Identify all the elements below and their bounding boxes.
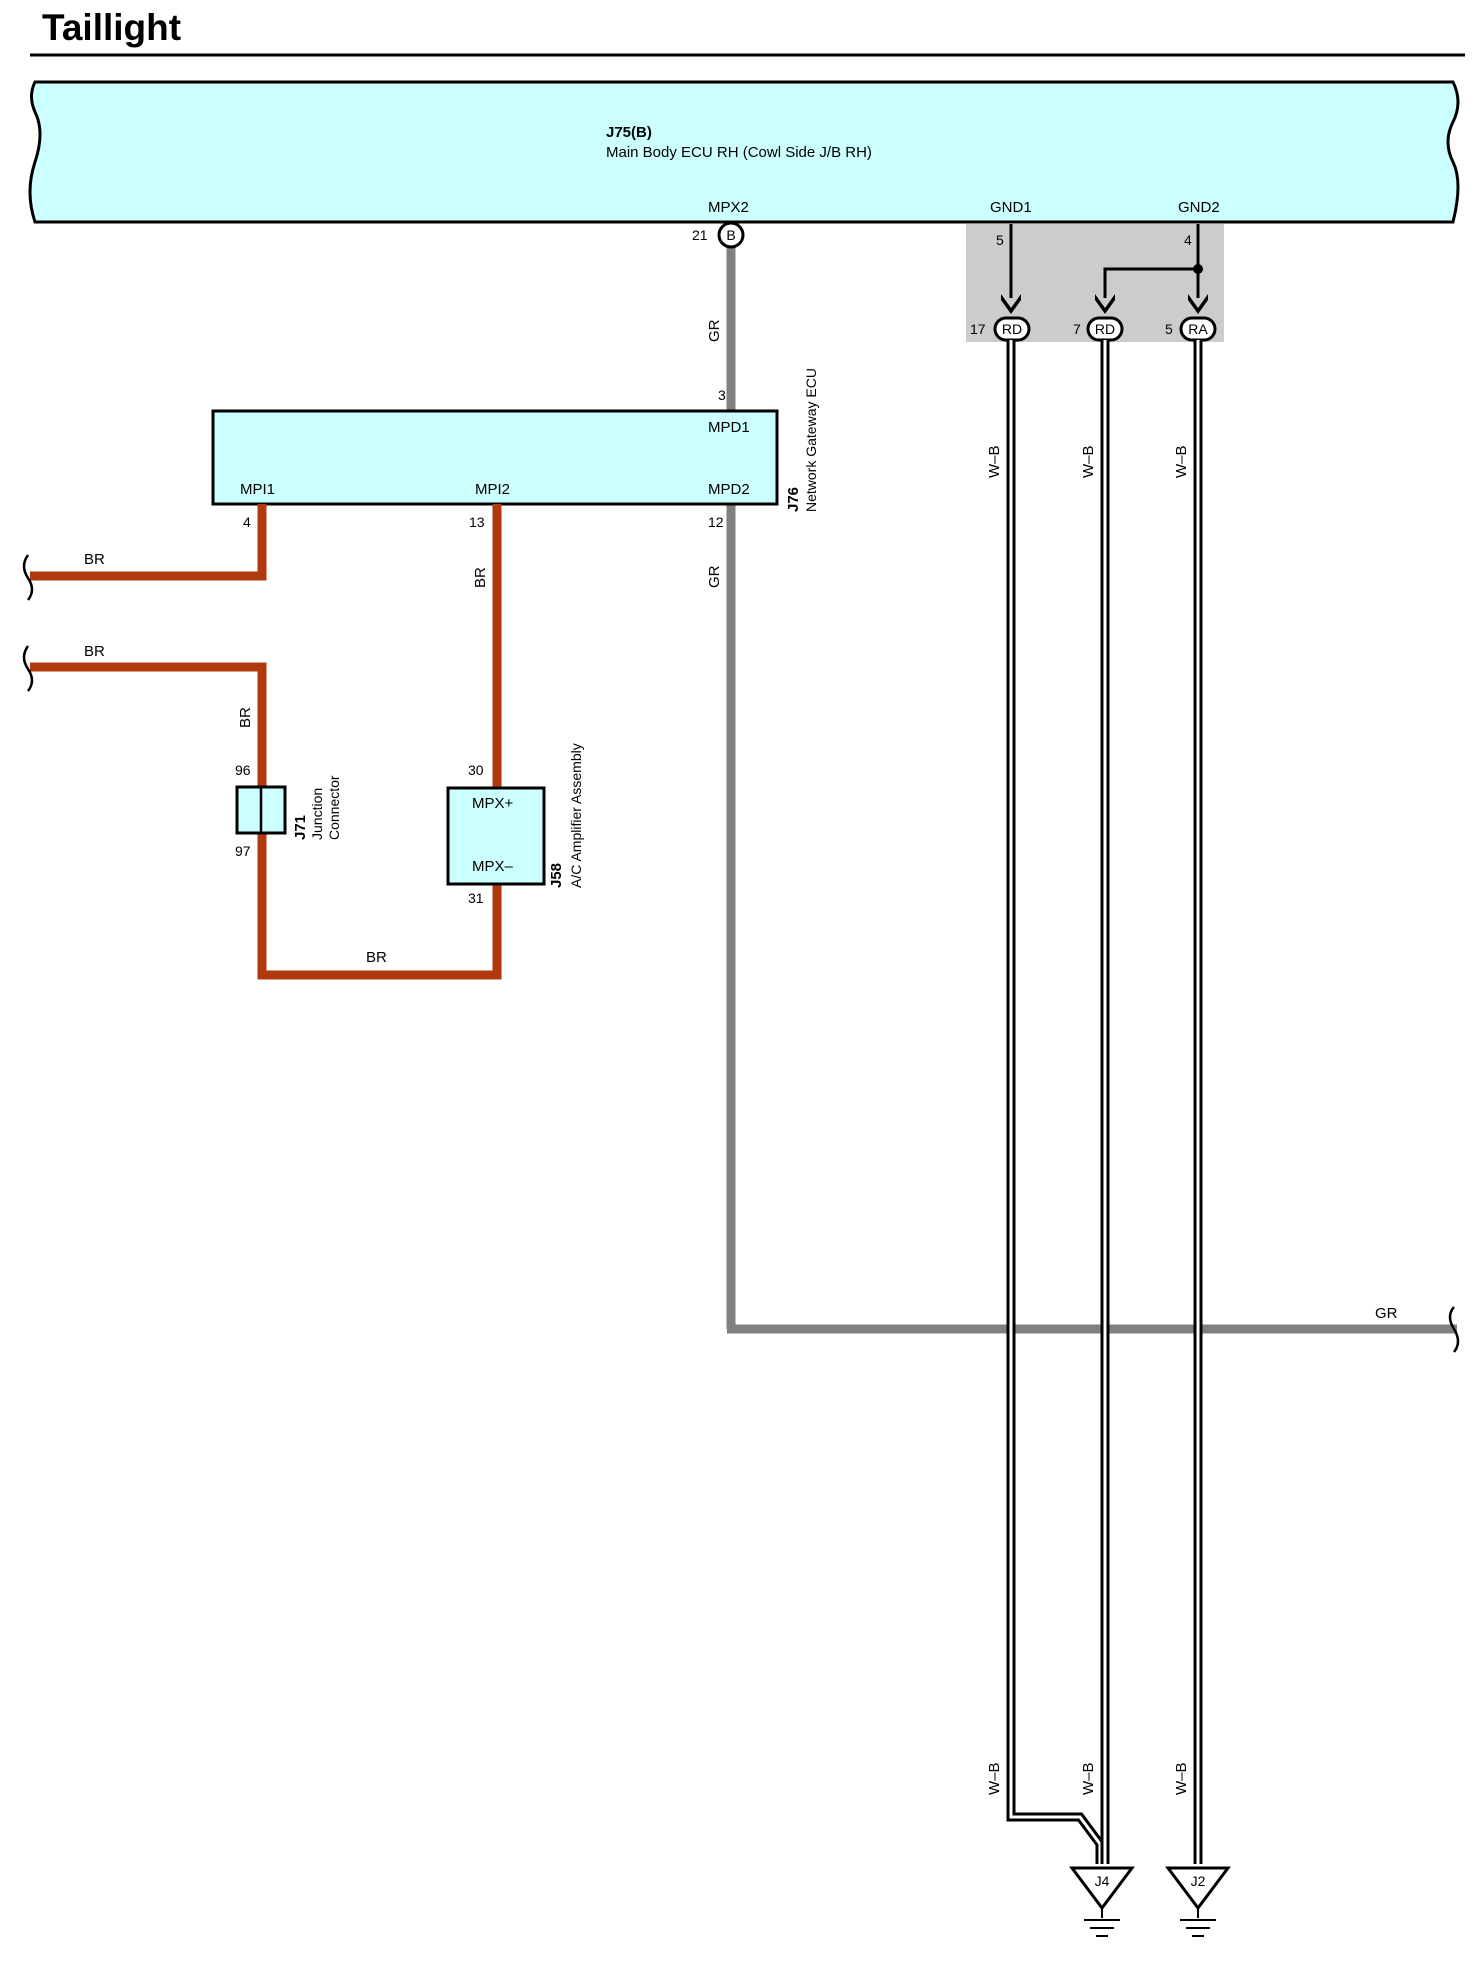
gr-wire (726, 246, 1460, 1353)
wb-wire-label-1: W–B (986, 445, 1003, 478)
ground-j2-label: J2 (1191, 1873, 1206, 1889)
j76-mpi2-pin: 13 (469, 514, 485, 530)
connector-badge-rd2-label: RD (1095, 321, 1115, 337)
j76-name: Network Gateway ECU (803, 368, 819, 512)
ground-splice-dot (1193, 264, 1203, 274)
ground-j4-label: J4 (1095, 1873, 1110, 1889)
j58-mpx-minus-terminal: MPX– (472, 858, 514, 875)
j75-gnd2-pin: 4 (1184, 232, 1192, 248)
j76-mpd1-pin: 3 (718, 387, 726, 403)
j76-mpi1-terminal: MPI1 (240, 481, 275, 498)
j75-name: Main Body ECU RH (Cowl Side J/B RH) (606, 144, 872, 161)
wb-wires (1006, 340, 1203, 1864)
page-title: Taillight (42, 7, 181, 48)
j71-top-pin: 96 (235, 762, 251, 778)
joint-rd2-pin: 7 (1073, 321, 1081, 337)
j76-mpd2-pin: 12 (708, 514, 724, 530)
br-wire-label-3: BR (366, 949, 387, 966)
gr-wire-label-upper: GR (706, 319, 723, 342)
network-gateway-ecu-j76: 3 MPD1 MPD2 MPI1 MPI2 12 4 13 J76 Networ… (211, 368, 819, 530)
joint-ra-pin: 5 (1165, 321, 1173, 337)
connector-badge-rd1-label: RD (1002, 321, 1022, 337)
j76-body (211, 409, 779, 506)
j58-code: J58 (548, 863, 565, 888)
br-wire-break-lower (22, 645, 34, 692)
ground-point-j4: J4 (1069, 1866, 1135, 1937)
j75-gnd1-pin: 5 (996, 232, 1004, 248)
j71-bottom-pin: 97 (235, 843, 251, 859)
j71-name-line1: Junction (309, 788, 325, 840)
joint-rd1-pin: 17 (970, 321, 986, 337)
j76-mpi1-pin: 4 (243, 514, 251, 530)
j76-mpd1-terminal: MPD1 (708, 419, 750, 436)
connector-badge-b-label: B (726, 227, 735, 243)
j71-name-line2: Connector (326, 775, 342, 840)
wb-wire-label-6: W–B (1173, 1762, 1190, 1795)
ac-amplifier-j58: 30 MPX+ MPX– 31 J58 A/C Amplifier Assemb… (446, 743, 584, 906)
wb-wire-label-3: W–B (1173, 445, 1190, 478)
j58-minus-pin: 31 (468, 890, 484, 906)
j75-gnd2-terminal: GND2 (1178, 199, 1220, 216)
junction-connector-j71: 96 97 J71 Junction Connector (235, 762, 342, 859)
br-wire-label-2: BR (84, 643, 105, 660)
br-wires (30, 504, 502, 980)
j76-code: J76 (785, 487, 802, 512)
wb-wire-label-2: W–B (1080, 445, 1097, 478)
connector-badge-b (717, 221, 745, 249)
j75-code: J75(B) (606, 124, 652, 141)
j75-body (28, 80, 1460, 224)
ground-joint-wiring (1009, 224, 1200, 298)
br-wire-label-4: BR (237, 707, 254, 728)
main-body-ecu-j75: J75(B) Main Body ECU RH (Cowl Side J/B R… (28, 80, 1460, 224)
j75-mpx2-terminal: MPX2 (708, 199, 749, 216)
j58-mpx-plus-terminal: MPX+ (472, 795, 514, 812)
br-wire-break-upper (22, 554, 34, 601)
br-wire-label-5: BR (472, 567, 489, 588)
gr-wire-label-right: GR (1375, 1305, 1398, 1322)
j75-mpx2-pin: 21 (692, 227, 708, 243)
ground-point-j2: J2 (1165, 1866, 1231, 1937)
j76-mpi2-terminal: MPI2 (475, 481, 510, 498)
j75-gnd1-terminal: GND1 (990, 199, 1032, 216)
wb-wire-label-5: W–B (1080, 1762, 1097, 1795)
gr-wire-label-lower: GR (706, 565, 723, 588)
wb-wire-label-4: W–B (986, 1762, 1003, 1795)
j58-body (446, 786, 546, 886)
j58-name: A/C Amplifier Assembly (568, 743, 584, 888)
connector-badge-ra-label: RA (1188, 321, 1208, 337)
j58-plus-pin: 30 (468, 762, 484, 778)
br-wire-label-1: BR (84, 551, 105, 568)
j76-mpd2-terminal: MPD2 (708, 481, 750, 498)
ground-arrows (1001, 294, 1208, 314)
j71-code: J71 (292, 815, 309, 840)
